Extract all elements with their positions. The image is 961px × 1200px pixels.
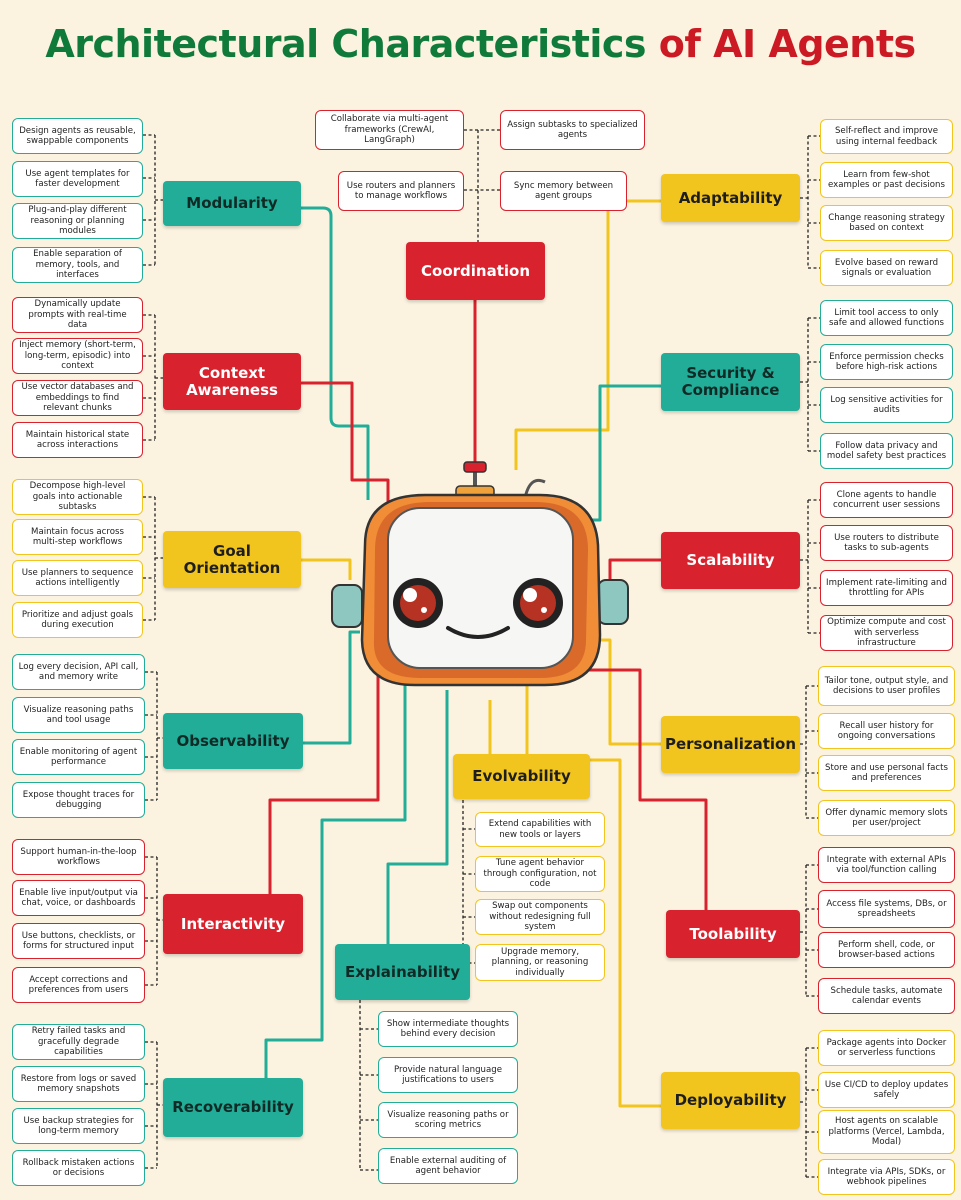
leaf-modularity-2: Use agent templates for faster developme… <box>12 161 143 197</box>
leaf-security-compliance-2: Enforce permission checks before high-ri… <box>820 344 953 380</box>
leaf-toolability-3: Perform shell, code, or browser-based ac… <box>818 932 955 968</box>
hub-adaptability: Adaptability <box>661 174 800 222</box>
leaf-scalability-1: Clone agents to handle concurrent user s… <box>820 482 953 518</box>
hub-deployability: Deployability <box>661 1072 800 1129</box>
leaf-adaptability-2: Learn from few-shot examples or past dec… <box>820 162 953 198</box>
leaf-personalization-2: Recall user history for ongoing conversa… <box>818 713 955 749</box>
title-part-2: of AI Agents <box>658 22 916 66</box>
hub-evolvability: Evolvability <box>453 754 590 799</box>
hub-coordination: Coordination <box>406 242 545 300</box>
leaf-deployability-2: Use CI/CD to deploy updates safely <box>818 1072 955 1108</box>
leaf-observability-3: Enable monitoring of agent performance <box>12 739 145 775</box>
leaf-scalability-4: Optimize compute and cost with serverles… <box>820 615 953 651</box>
leaf-evolvability-4: Upgrade memory, planning, or reasoning i… <box>475 944 605 981</box>
hub-goal-orientation: Goal Orientation <box>163 531 301 588</box>
leaf-toolability-4: Schedule tasks, automate calendar events <box>818 978 955 1014</box>
leaf-goal-orientation-3: Use planners to sequence actions intelli… <box>12 560 143 596</box>
leaf-goal-orientation-4: Prioritize and adjust goals during execu… <box>12 602 143 638</box>
leaf-personalization-3: Store and use personal facts and prefere… <box>818 755 955 791</box>
leaf-coordination-3: Use routers and planners to manage workf… <box>338 171 464 211</box>
leaf-adaptability-4: Evolve based on reward signals or evalua… <box>820 250 953 286</box>
leaf-evolvability-3: Swap out components without redesigning … <box>475 899 605 935</box>
hub-modularity: Modularity <box>163 181 301 226</box>
leaf-recoverability-3: Use backup strategies for long-term memo… <box>12 1108 145 1144</box>
leaf-evolvability-1: Extend capabilities with new tools or la… <box>475 812 605 847</box>
leaf-scalability-2: Use routers to distribute tasks to sub-a… <box>820 525 953 561</box>
hub-personalization: Personalization <box>661 716 800 773</box>
leaf-recoverability-4: Rollback mistaken actions or decisions <box>12 1150 145 1186</box>
leaf-goal-orientation-2: Maintain focus across multi-step workflo… <box>12 519 143 555</box>
leaf-personalization-1: Tailor tone, output style, and decisions… <box>818 666 955 706</box>
leaf-context-awareness-2: Inject memory (short-term, long-term, ep… <box>12 338 143 374</box>
robot-mascot <box>331 461 629 687</box>
hub-security-compliance: Security & Compliance <box>661 353 800 411</box>
leaf-modularity-1: Design agents as reusable, swappable com… <box>12 118 143 154</box>
leaf-adaptability-3: Change reasoning strategy based on conte… <box>820 205 953 241</box>
page-title: Architectural Characteristics of AI Agen… <box>0 22 961 66</box>
leaf-explainability-3: Visualize reasoning paths or scoring met… <box>378 1102 518 1138</box>
leaf-security-compliance-4: Follow data privacy and model safety bes… <box>820 433 953 469</box>
leaf-recoverability-2: Restore from logs or saved memory snapsh… <box>12 1066 145 1102</box>
leaf-interactivity-4: Accept corrections and preferences from … <box>12 967 145 1003</box>
leaf-security-compliance-3: Log sensitive activities for audits <box>820 387 953 423</box>
leaf-coordination-1: Collaborate via multi-agent frameworks (… <box>315 110 464 150</box>
leaf-toolability-2: Access file systems, DBs, or spreadsheet… <box>818 890 955 928</box>
leaf-interactivity-3: Use buttons, checklists, or forms for st… <box>12 923 145 959</box>
hub-explainability: Explainability <box>335 944 470 1000</box>
leaf-security-compliance-1: Limit tool access to only safe and allow… <box>820 300 953 336</box>
leaf-explainability-2: Provide natural language justifications … <box>378 1057 518 1093</box>
leaf-observability-4: Expose thought traces for debugging <box>12 782 145 818</box>
leaf-modularity-4: Enable separation of memory, tools, and … <box>12 247 143 283</box>
leaf-coordination-4: Sync memory between agent groups <box>500 171 627 211</box>
leaf-evolvability-2: Tune agent behavior through configuratio… <box>475 856 605 892</box>
leaf-modularity-3: Plug-and-play different reasoning or pla… <box>12 203 143 239</box>
title-part-1: Architectural Characteristics <box>45 22 647 66</box>
leaf-scalability-3: Implement rate-limiting and throttling f… <box>820 570 953 606</box>
hub-recoverability: Recoverability <box>163 1078 303 1137</box>
leaf-deployability-1: Package agents into Docker or serverless… <box>818 1030 955 1066</box>
leaf-explainability-4: Enable external auditing of agent behavi… <box>378 1148 518 1184</box>
leaf-personalization-4: Offer dynamic memory slots per user/proj… <box>818 800 955 836</box>
hub-context-awareness: Context Awareness <box>163 353 301 410</box>
hub-interactivity: Interactivity <box>163 894 303 954</box>
leaf-observability-1: Log every decision, API call, and memory… <box>12 654 145 690</box>
leaf-recoverability-1: Retry failed tasks and gracefully degrad… <box>12 1024 145 1060</box>
leaf-deployability-3: Host agents on scalable platforms (Verce… <box>818 1110 955 1154</box>
hub-toolability: Toolability <box>666 910 800 958</box>
hub-scalability: Scalability <box>661 532 800 589</box>
leaf-explainability-1: Show intermediate thoughts behind every … <box>378 1011 518 1047</box>
leaf-toolability-1: Integrate with external APIs via tool/fu… <box>818 847 955 883</box>
leaf-context-awareness-1: Dynamically update prompts with real-tim… <box>12 297 143 333</box>
leaf-interactivity-2: Enable live input/output via chat, voice… <box>12 880 145 916</box>
leaf-observability-2: Visualize reasoning paths and tool usage <box>12 697 145 733</box>
leaf-deployability-4: Integrate via APIs, SDKs, or webhook pip… <box>818 1159 955 1195</box>
leaf-context-awareness-3: Use vector databases and embeddings to f… <box>12 380 143 416</box>
leaf-goal-orientation-1: Decompose high-level goals into actionab… <box>12 479 143 515</box>
leaf-interactivity-1: Support human-in-the-loop workflows <box>12 839 145 875</box>
hub-observability: Observability <box>163 713 303 769</box>
leaf-context-awareness-4: Maintain historical state across interac… <box>12 422 143 458</box>
leaf-adaptability-1: Self-reflect and improve using internal … <box>820 119 953 154</box>
leaf-coordination-2: Assign subtasks to specialized agents <box>500 110 645 150</box>
